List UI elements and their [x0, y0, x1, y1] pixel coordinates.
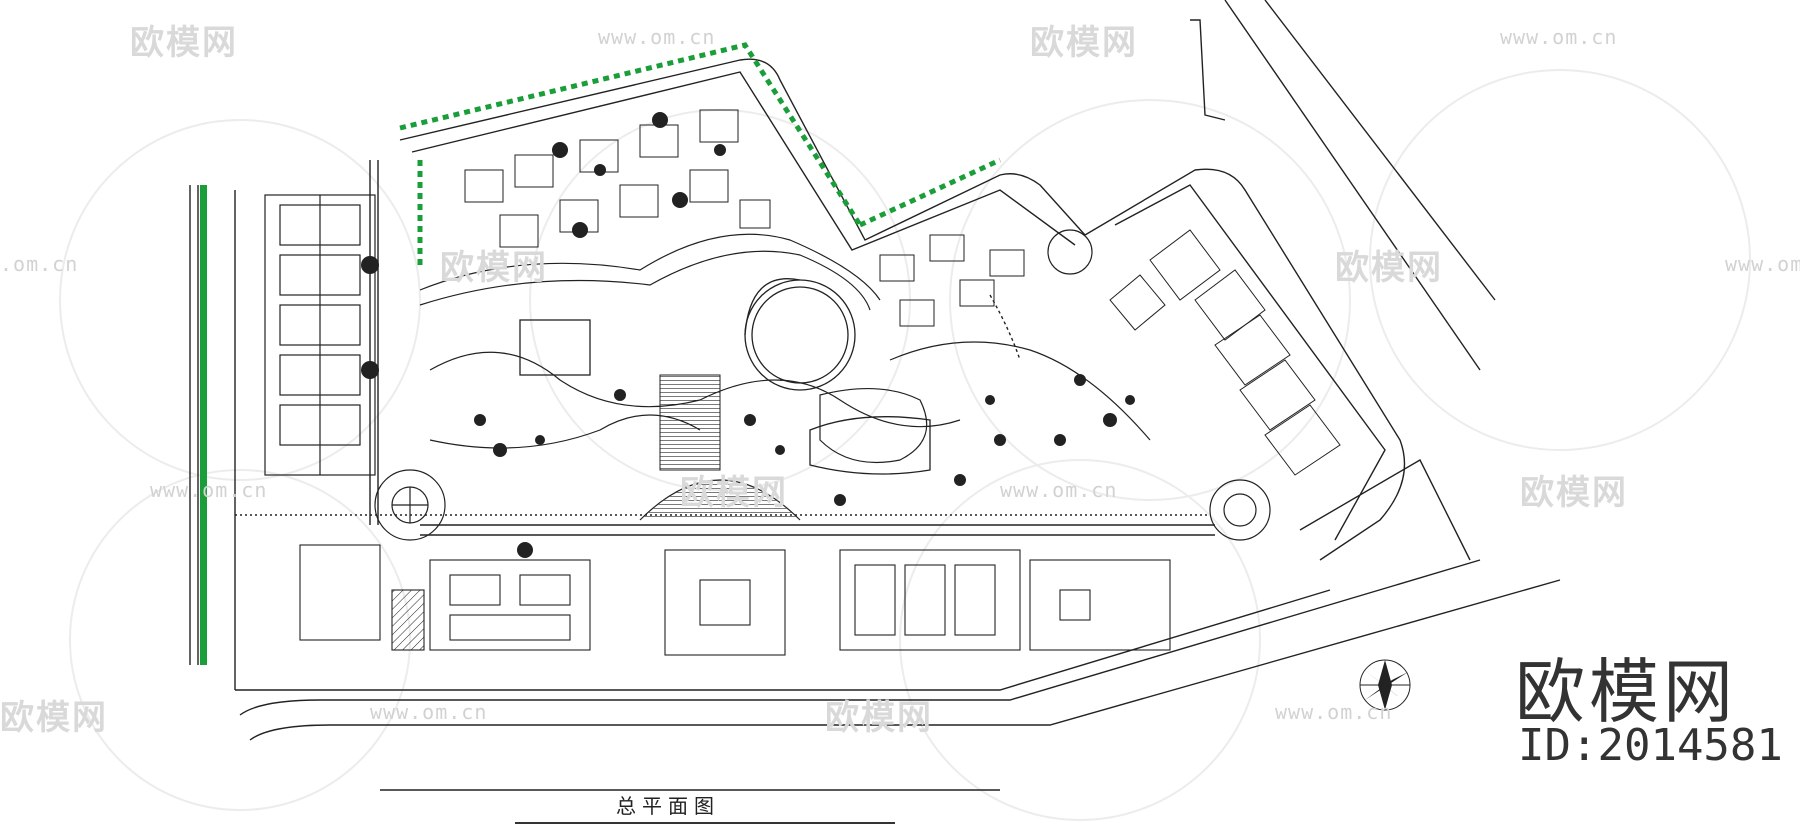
sports-court	[519, 319, 591, 376]
watermark-url: www.om.cn	[1500, 25, 1618, 49]
watermark-logo: 欧模网	[130, 23, 238, 63]
east-buildings	[1109, 229, 1341, 476]
watermark-logo: 欧模网	[440, 248, 548, 288]
tree-row-left	[200, 185, 207, 665]
left-residential-block	[264, 194, 376, 476]
watermark-logo: 欧模网	[1520, 473, 1628, 513]
north-villas	[464, 109, 1025, 327]
central-clubhouse	[744, 278, 856, 391]
watermark-url: www.om.cn	[150, 478, 268, 502]
road-network	[189, 0, 1561, 791]
watermark-logo: 欧模网	[680, 473, 788, 513]
brand-logo-text: 欧模网	[1515, 651, 1737, 733]
central-stairway	[659, 374, 721, 471]
watermark-url: www.om.cn	[1725, 252, 1800, 276]
watermark-url: www.om.cn	[370, 700, 488, 724]
watermark-logo: 欧模网	[1335, 248, 1443, 288]
drawing-title: 总平面图	[616, 794, 720, 818]
watermark-logo: 欧模网	[0, 698, 108, 738]
watermark-url: www.om.cn	[1275, 700, 1393, 724]
watermark-logo: 欧模网	[1030, 23, 1138, 63]
north-arrow-icon	[1359, 659, 1411, 711]
watermark-url: www.om.cn	[1000, 478, 1118, 502]
tree-row-north	[399, 42, 1002, 265]
watermark-logo: 欧模网	[825, 698, 933, 738]
model-id: ID:2014581	[1518, 720, 1783, 771]
south-buildings	[299, 544, 1171, 656]
title-underline	[515, 822, 895, 824]
tree-symbol-icon	[361, 112, 1135, 558]
semicircle-plaza	[639, 479, 801, 521]
water-feature	[809, 416, 931, 475]
roundabout-icon	[374, 229, 1271, 541]
watermark-url: .om.cn	[0, 252, 79, 276]
watermark-url: www.om.cn	[598, 25, 716, 49]
